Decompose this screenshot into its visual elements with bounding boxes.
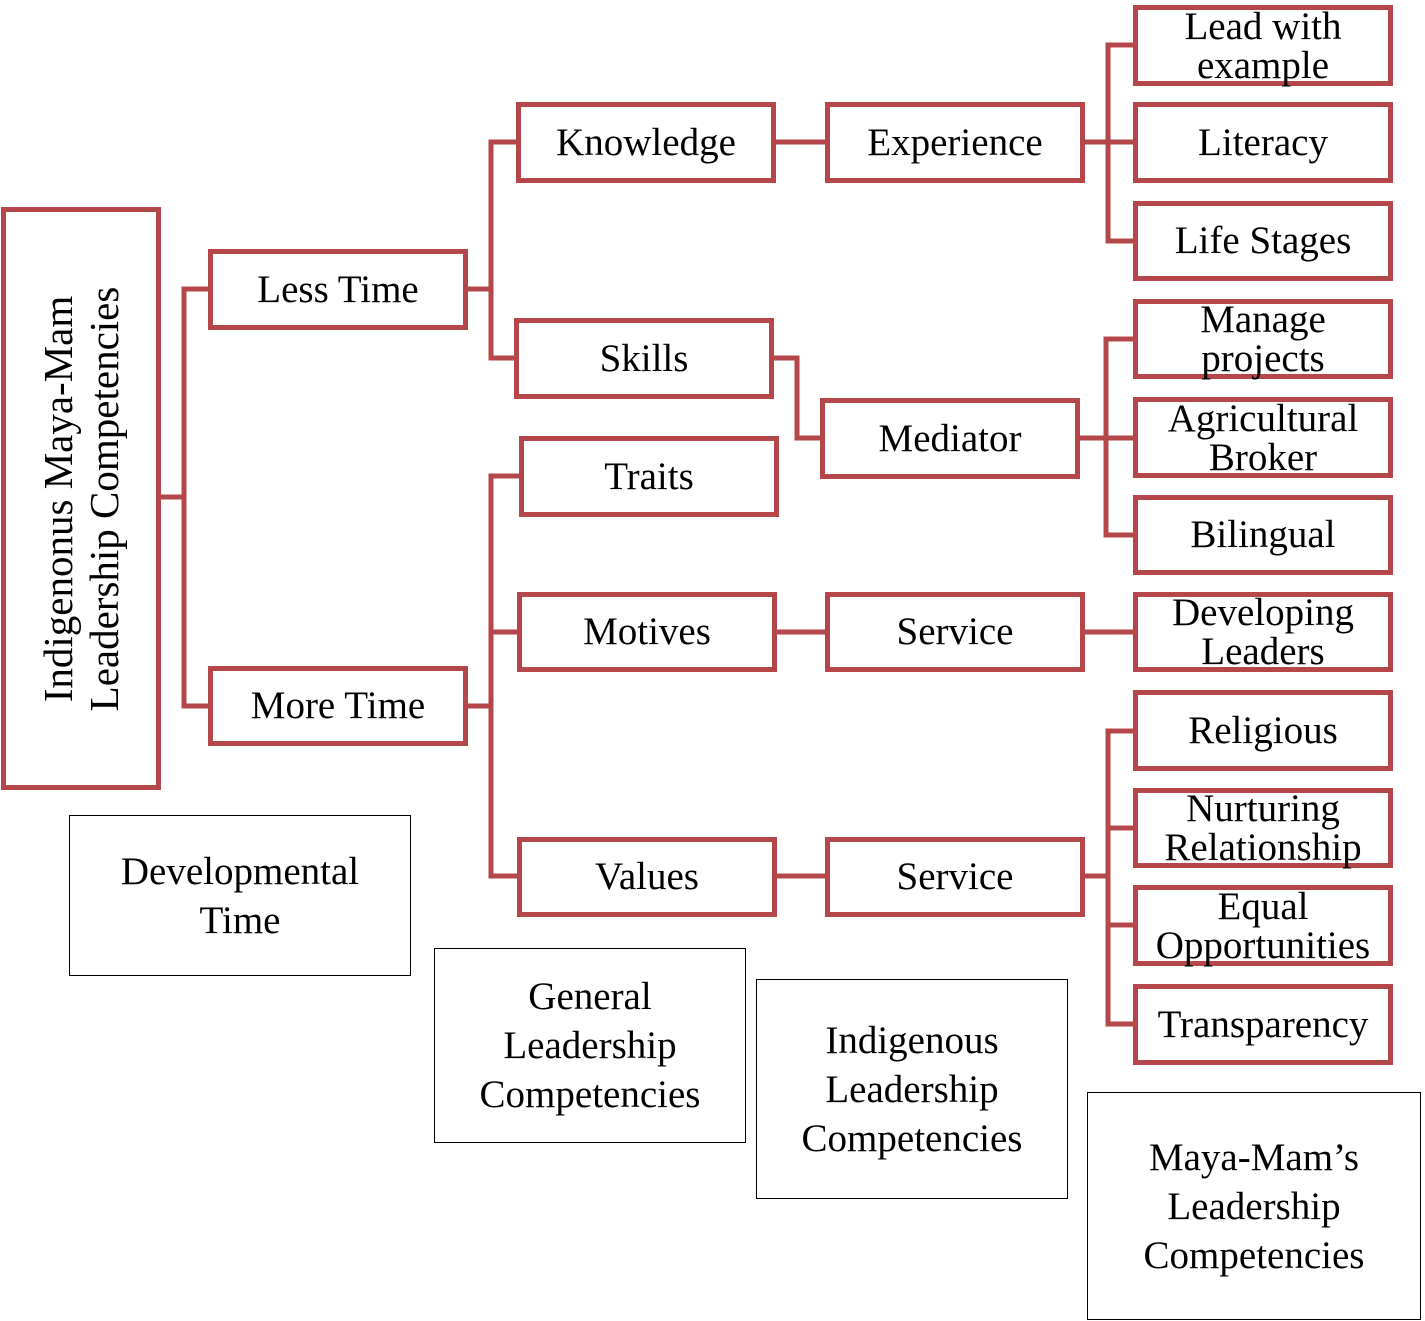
node-experience: Experience xyxy=(825,102,1085,183)
node-nurturing-relationship: Nurturing Relationship xyxy=(1133,788,1393,868)
node-less-time: Less Time xyxy=(208,249,468,330)
node-agricultural-broker: Agricultural Broker xyxy=(1133,397,1393,478)
node-life-stages: Life Stages xyxy=(1133,201,1393,281)
root-label: Indigenonus Maya-Mam Leadership Competen… xyxy=(35,286,127,711)
node-bilingual: Bilingual xyxy=(1133,495,1393,575)
node-developing-leaders: Developing Leaders xyxy=(1133,592,1393,672)
connector-mediator xyxy=(1075,336,1136,538)
node-transparency: Transparency xyxy=(1133,984,1393,1065)
node-literacy: Literacy xyxy=(1133,102,1393,183)
node-knowledge: Knowledge xyxy=(516,102,776,183)
connector-skills xyxy=(770,355,823,441)
legend-maya-mam-leadership: Maya-Mam’s Leadership Competencies xyxy=(1087,1092,1421,1320)
connector-less-time xyxy=(464,139,519,361)
node-manage-projects: Manage projects xyxy=(1133,299,1393,379)
connector-experience xyxy=(1080,42,1136,244)
node-values: Values xyxy=(517,837,777,917)
node-skills: Skills xyxy=(514,318,774,399)
connector-service-values xyxy=(1080,728,1136,1027)
node-more-time: More Time xyxy=(208,666,468,746)
root-node: Indigenonus Maya-Mam Leadership Competen… xyxy=(1,207,161,790)
node-mediator: Mediator xyxy=(820,398,1080,479)
node-lead-with-example: Lead with example xyxy=(1133,5,1393,86)
connector-root xyxy=(158,286,211,709)
legend-general-leadership: General Leadership Competencies xyxy=(434,948,746,1143)
node-religious: Religious xyxy=(1133,690,1393,771)
node-motives: Motives xyxy=(517,592,777,672)
node-equal-opportunities: Equal Opportunities xyxy=(1133,885,1393,966)
node-service-values: Service xyxy=(825,837,1085,917)
legend-developmental-time: Developmental Time xyxy=(69,815,411,976)
node-service-motives: Service xyxy=(825,592,1085,672)
node-traits: Traits xyxy=(519,436,779,517)
legend-indigenous-leadership: Indigenous Leadership Competencies xyxy=(756,979,1068,1199)
connector-more-time xyxy=(464,473,522,879)
